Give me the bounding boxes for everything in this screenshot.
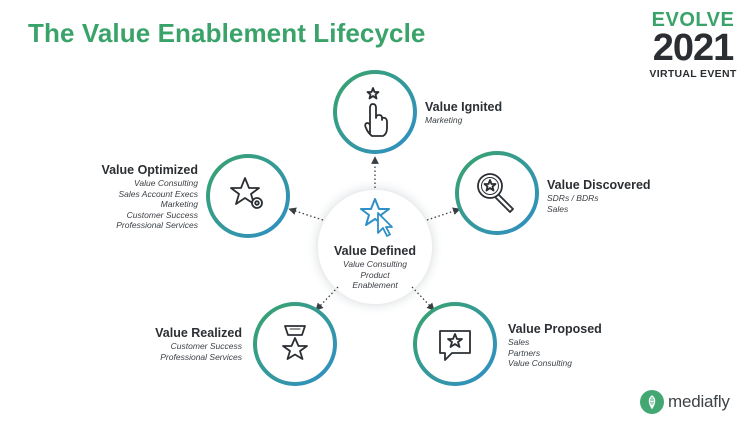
- stage-role: Partners: [508, 347, 541, 358]
- event-badge: EVOLVE 2021 VIRTUAL EVENT: [648, 10, 738, 80]
- node-value-realized: [253, 302, 337, 386]
- stage-role: Sales Account Execs: [118, 188, 198, 199]
- slide-title: The Value Enablement Lifecycle: [28, 18, 426, 48]
- center-role: Value Consulting: [343, 259, 407, 269]
- label-value-proposed: Value Proposed Sales Partners Value Cons…: [508, 322, 602, 369]
- center-name: Value Defined: [334, 244, 416, 258]
- mediafly-leaf-icon: [640, 390, 664, 414]
- stage-role: SDRs / BDRs: [547, 193, 599, 203]
- stage-name: Value Realized: [155, 326, 242, 340]
- event-line2: 2021: [652, 27, 735, 69]
- stage-role: Customer Success: [170, 341, 242, 351]
- label-value-ignited: Value Ignited Marketing: [425, 100, 502, 126]
- stage-role: Value Consulting: [508, 358, 572, 368]
- stage-role: Professional Services: [116, 220, 198, 230]
- arrow-to-realized: [315, 286, 339, 311]
- label-value-optimized: Value Optimized Value Consulting Sales A…: [90, 163, 198, 231]
- stage-role: Marketing: [425, 115, 463, 125]
- stage-role: Customer Success: [126, 209, 198, 220]
- arrow-to-proposed: [411, 286, 435, 311]
- event-line3: VIRTUAL EVENT: [649, 68, 737, 80]
- node-value-discovered: [455, 151, 539, 235]
- stage-name: Value Ignited: [425, 100, 503, 114]
- pointer-hand-icon: [364, 87, 388, 137]
- star-gear-icon: [230, 177, 263, 209]
- arrow-to-optimized: [288, 207, 324, 221]
- center-circle: [316, 188, 434, 306]
- magnifier-star-icon: [477, 173, 514, 213]
- stage-name: Value Proposed: [508, 322, 602, 336]
- logo-text: mediafly: [668, 392, 730, 411]
- stage-name: Value Discovered: [547, 178, 651, 192]
- event-line1: EVOLVE: [651, 9, 735, 31]
- center-role: Product: [360, 269, 390, 280]
- stage-name: Value Optimized: [101, 163, 198, 177]
- stage-role: Sales: [508, 337, 530, 347]
- stage-role: Value Consulting: [134, 178, 198, 188]
- label-value-discovered: Value Discovered SDRs / BDRs Sales: [547, 178, 651, 214]
- node-value-proposed: [413, 302, 497, 386]
- label-value-realized: Value Realized Customer Success Professi…: [130, 326, 242, 362]
- center-label: Value Defined Value Consulting Product E…: [315, 244, 435, 291]
- center-role: Enablement: [352, 280, 398, 290]
- chat-star-icon: [439, 330, 471, 361]
- stage-role: Professional Services: [160, 351, 242, 362]
- center-star-cursor-icon: [360, 198, 393, 237]
- arrow-to-discovered: [426, 207, 461, 221]
- node-value-ignited: [333, 70, 417, 154]
- medal-star-icon: [282, 325, 308, 360]
- stage-role: Sales: [547, 203, 569, 214]
- node-value-optimized: [206, 154, 290, 238]
- mediafly-logo: mediafly: [640, 390, 730, 414]
- stage-role: Marketing: [160, 199, 198, 209]
